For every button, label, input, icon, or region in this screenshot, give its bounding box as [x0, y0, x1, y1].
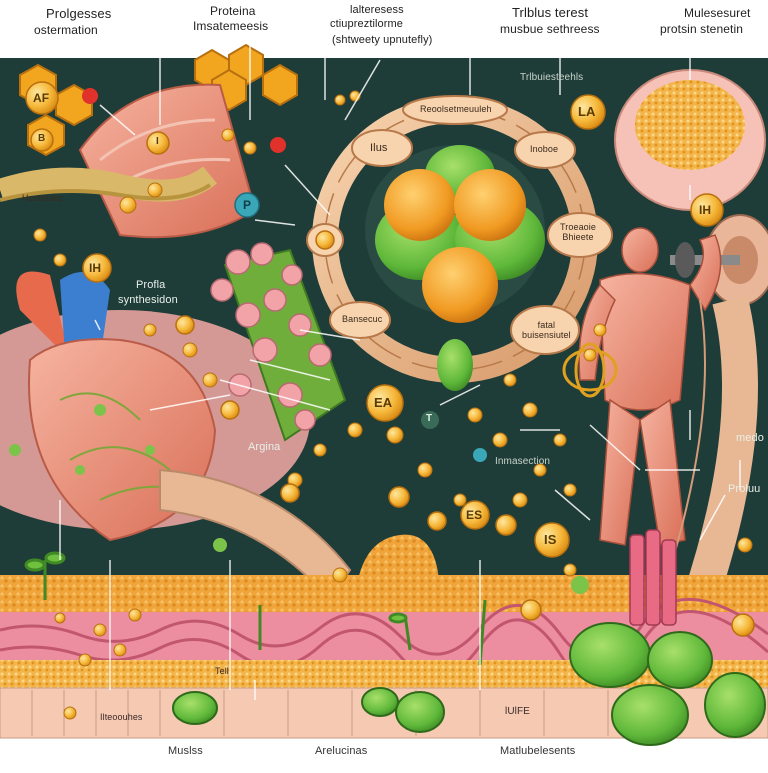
label-ring-top: Reoolsetmeuuleh: [420, 104, 492, 114]
label-argina: Argina: [248, 441, 281, 453]
heart-illustration: [0, 271, 310, 542]
green-dots: [9, 404, 589, 594]
label-top-center-2: ctiupreztilorme: [330, 18, 404, 30]
muscle-slab-top-right: [614, 69, 766, 211]
blue-node-small: [473, 448, 487, 462]
label-top-mid-2: Imsatemeesis: [193, 19, 269, 33]
label-ring-left-lower: Bansecuc: [342, 314, 383, 324]
bead-i-label: I: [156, 136, 159, 147]
label-top-right-1: Trlblus terest: [512, 5, 589, 20]
label-top-mid-1: Proteina: [210, 4, 256, 18]
bead-ea-label: EA: [374, 395, 393, 410]
pink-fiber-stack: [629, 529, 677, 626]
label-medo: medo: [736, 432, 764, 444]
leaves-bottom: [172, 622, 766, 746]
bead-t-label: T: [426, 413, 433, 424]
label-arelucinas: Arelucinas: [315, 745, 368, 757]
bead-es-label: ES: [466, 508, 483, 522]
label-ring-right-bottom: fatal buisensiutel: [522, 320, 571, 340]
label-belt-2: lUlFE: [505, 706, 530, 717]
bead-b-label: B: [38, 133, 46, 144]
label-top-left-2: ostermation: [34, 23, 98, 37]
tan-arc-right: [682, 295, 758, 606]
sprouts: [24, 551, 487, 666]
label-top-far-right-2: protsin stenetin: [660, 22, 743, 36]
label-top-center-3: (shtweety upnutefly): [332, 34, 433, 46]
label-left-tag: Hcutotaliz: [22, 193, 63, 203]
label-protein-synthesis-1: Profla: [136, 279, 166, 291]
label-immersion: Inmasection: [495, 456, 551, 467]
label-muscles-bottom: Muslss: [168, 745, 203, 757]
label-tribulus-top: Trlbuiesteehls: [520, 72, 584, 83]
bead-af-label: AF: [33, 91, 50, 105]
bead-la-label: LA: [578, 104, 596, 119]
label-protein-synthesis-2: synthesidon: [118, 294, 178, 306]
bead-p-label: P: [243, 198, 252, 212]
bead-ih-left-label: IH: [89, 261, 102, 275]
metabolic-cycle-ring: [306, 95, 613, 391]
label-ring-right-lower: Troeaoie Bhieete: [560, 222, 596, 242]
label-ring-right-node: Inoboe: [530, 144, 559, 154]
red-node-2: [270, 137, 286, 153]
label-top-right-2: musbue sethreess: [500, 22, 600, 36]
label-belt-3: Tell: [215, 666, 229, 676]
blue-node-p: [234, 192, 260, 218]
fiber-bundle-left: [0, 166, 218, 202]
label-top-left-1: Prolgesses: [46, 6, 112, 21]
pointer-lines: [59, 38, 741, 700]
label-belt-1: Ilteoouhes: [100, 712, 143, 722]
bead-is-label: IS: [544, 532, 557, 547]
labeled-beads: [25, 81, 755, 637]
bead-ih-right-label: IH: [699, 203, 712, 217]
label-ring-left-node: Ilus: [370, 142, 388, 154]
green-ribbon-with-nodules: [210, 242, 347, 442]
red-node-1: [82, 88, 98, 104]
teal-node: [421, 411, 439, 429]
label-protein-right: Proluu: [728, 483, 761, 495]
header-band: [0, 0, 768, 60]
label-top-center-1: lalteresess: [350, 4, 404, 16]
label-top-far-right-1: Mulesesuret: [684, 6, 751, 20]
label-matabolesents: Matlubelesents: [500, 745, 576, 757]
scattered-beads: [33, 90, 753, 720]
